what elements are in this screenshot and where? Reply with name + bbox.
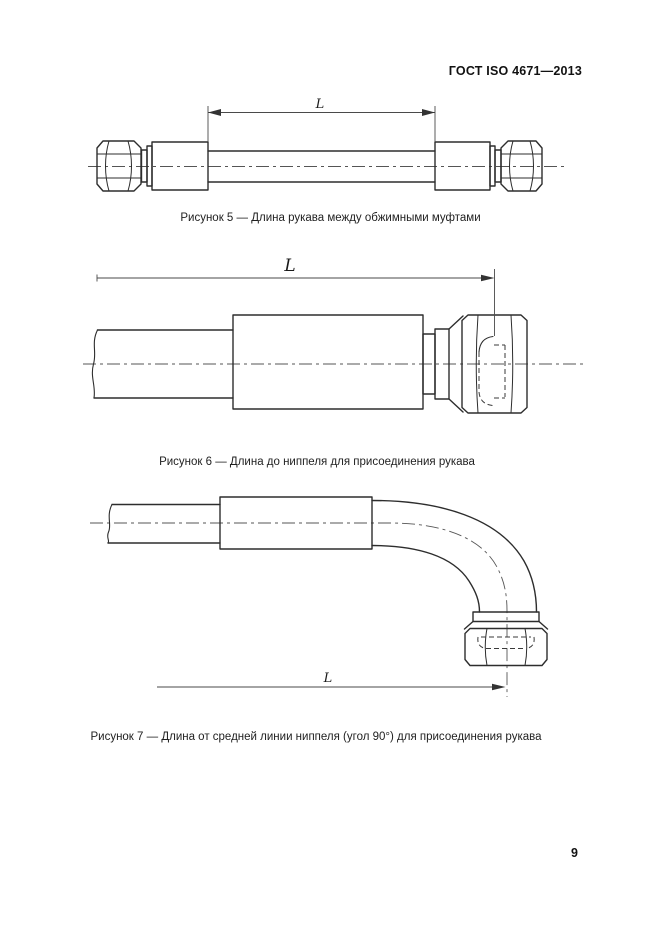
figure-7-ferrule [219, 496, 373, 550]
figure-7-hose-body [107, 503, 221, 544]
figure-7-centerline [90, 522, 508, 697]
figure-5-left-collar [140, 145, 153, 187]
figure-5-dimension: L [207, 97, 436, 142]
figure-7-nut [464, 627, 548, 667]
figure-5-hose-body [207, 150, 436, 183]
figure-6-dimension-label: L [283, 256, 295, 276]
document-code: ГОСТ ISO 4671—2013 [448, 64, 582, 78]
figure-7-caption: Рисунок 7 — Длина от средней линии ниппе… [90, 731, 542, 743]
figure-7-drawing: L [90, 496, 549, 697]
figure-6-hose-body [91, 329, 234, 399]
figure-5-right-nut [500, 140, 543, 192]
figure-5-caption: Рисунок 5 — Длина рукава между обжимными… [180, 212, 481, 224]
figure-7-dimension: L [157, 671, 506, 691]
figure-6-caption: Рисунок 6 — Длина до ниппеля для присоед… [159, 456, 475, 468]
figure-5-left-nut [96, 140, 142, 192]
figure-5-dimension-label: L [315, 97, 325, 112]
figure-6-collar [422, 315, 464, 413]
figure-5-right-ferrule [434, 141, 491, 191]
figure-6-drawing: L [83, 256, 585, 414]
figure-6-ferrule [232, 314, 424, 410]
figure-6-nut [461, 314, 528, 414]
figure-5-drawing: L [88, 97, 565, 192]
figure-6-dimension: L [96, 256, 495, 336]
figure-7-bend [371, 499, 538, 613]
figure-5-right-collar [489, 145, 502, 187]
page-number: 9 [571, 846, 578, 860]
figure-5-left-ferrule [151, 141, 209, 191]
figure-7-dimension-label: L [323, 671, 333, 686]
figure-7-collar [463, 611, 549, 630]
